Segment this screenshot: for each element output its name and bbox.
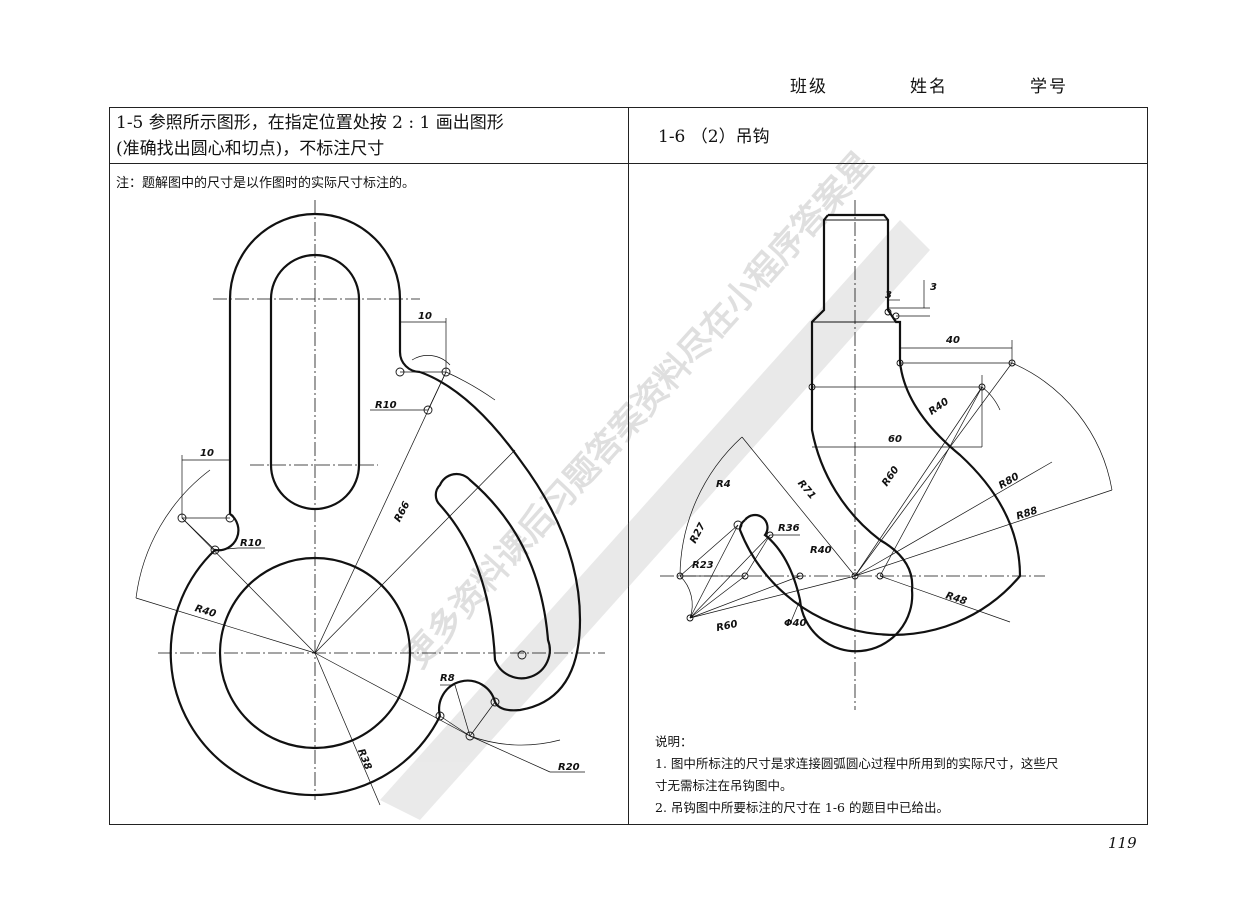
dim-r71: R71 xyxy=(795,478,817,502)
name-label: 姓名 xyxy=(910,77,948,97)
dim-r4: R4 xyxy=(716,479,731,490)
dim-r40: R40 xyxy=(927,396,951,417)
dim-3-b: 3 xyxy=(930,282,937,293)
explain-item-1b: 寸无需标注在吊钩图中。 xyxy=(655,778,793,793)
left-note: 注：题解图中的尺寸是以作图时的实际尺寸标注的。 xyxy=(116,176,416,191)
dim-r10-b: R10 xyxy=(240,538,262,549)
right-exercise-title: 1-6 （2）吊钩 xyxy=(658,127,770,147)
dim-r48: R48 xyxy=(944,590,968,607)
dim-r23: R23 xyxy=(692,560,714,571)
dim-10-top: 10 xyxy=(418,311,432,322)
watermark: 更多资料课后习题答案资料尽在小程序答案星 xyxy=(380,144,930,820)
dim-r8: R8 xyxy=(440,673,455,684)
explain-title: 说明： xyxy=(655,734,693,749)
dim-r40b: R40 xyxy=(810,545,832,556)
dim-r40: R40 xyxy=(193,603,217,620)
title-divider xyxy=(110,163,1147,164)
dim-r38: R38 xyxy=(355,747,373,771)
left-exercise-title: 1-5 参照所示图形，在指定位置处按 2 : 1 画出图形 (准确找出圆心和切点… xyxy=(110,110,626,162)
explain-item-2: 2. 吊钩图中所要标注的尺寸在 1-6 的题目中已给出。 xyxy=(655,800,949,815)
dim-40: 40 xyxy=(945,335,960,346)
exercise-frame: 1-5 参照所示图形，在指定位置处按 2 : 1 画出图形 (准确找出圆心和切点… xyxy=(109,107,1148,825)
dim-r36: R36 xyxy=(778,523,800,534)
dim-r20: R20 xyxy=(558,762,580,773)
watermark-text: 更多资料课后习题答案资料尽在小程序答案星 xyxy=(397,144,882,676)
student-info-header: 班级 姓名 学号 xyxy=(790,70,1110,100)
column-divider xyxy=(628,108,629,824)
dim-r60: R60 xyxy=(880,465,901,489)
dim-r80: R80 xyxy=(997,471,1021,491)
dim-r66: R66 xyxy=(393,500,413,524)
dim-r60b: R60 xyxy=(715,619,738,634)
dim-3-a: 3 xyxy=(885,290,892,301)
student-id-label: 学号 xyxy=(1030,77,1068,97)
class-label: 班级 xyxy=(790,77,828,97)
dim-phi40: Φ40 xyxy=(784,618,806,629)
left-title-line1: 1-5 参照所示图形，在指定位置处按 2 : 1 画出图形 xyxy=(116,113,504,133)
dim-r88: R88 xyxy=(1015,505,1039,522)
explain-item-1a: 1. 图中所标注的尺寸是求连接圆弧圆心过程中所用到的实际尺寸，这些尺 xyxy=(655,756,1059,771)
left-hook-drawing: 10 R10 10 R10 R66 R40 R8 R38 R20 xyxy=(135,200,605,806)
dim-r10-a: R10 xyxy=(375,400,397,411)
page-number: 119 xyxy=(1108,834,1137,852)
left-title-line2: (准确找出圆心和切点)，不标注尺寸 xyxy=(116,139,385,159)
dim-r27: R27 xyxy=(688,521,708,545)
dim-60: 60 xyxy=(888,434,902,445)
right-explanation: 说明： 1. 图中所标注的尺寸是求连接圆弧圆心过程中所用到的实际尺寸，这些尺 寸… xyxy=(655,731,1145,819)
dim-10-left: 10 xyxy=(200,448,214,459)
